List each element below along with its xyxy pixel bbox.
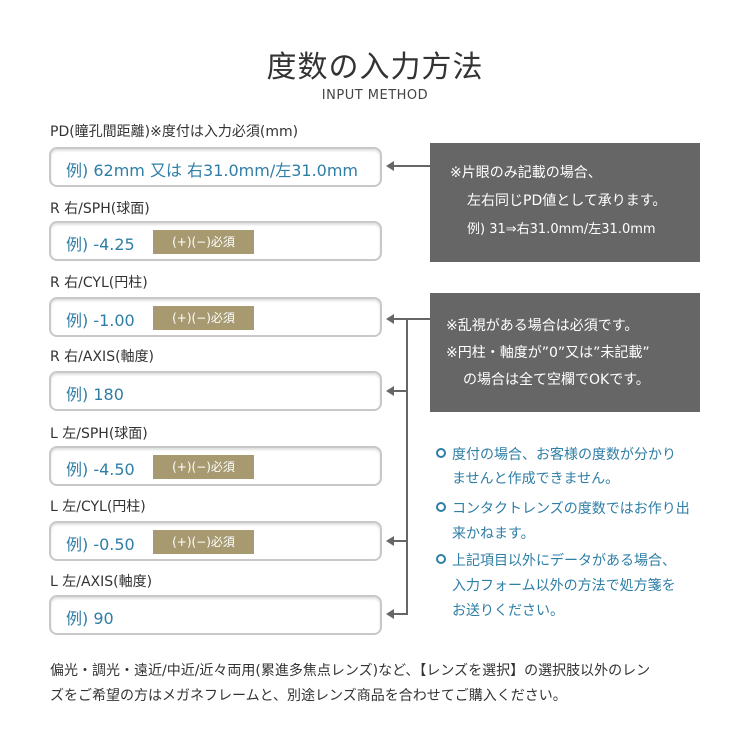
l-cyl-label: L 左/CYL(円柱) [50,499,146,515]
pd-label: PD(瞳孔間距離)※度付は入力必須(mm) [50,124,299,140]
footer-line-2: ズをご希望の方はメガネフレームと、別途レンズ商品を合わせてご購入ください。 [50,688,567,704]
r-cyl-example: 例) -1.00 [66,311,135,330]
pd-note-line-1: ※片眼のみ記載の場合、 [450,165,602,181]
r-cyl-connector [392,318,406,320]
r-cyl-arrow-icon [386,314,394,324]
l-sph-example: 例) -4.50 [66,460,135,479]
l-cyl-example: 例) -0.50 [66,535,135,554]
pd-field[interactable]: 例) 62mm 又は 右31.0mm/左31.0mm [49,147,382,187]
cyl-note-box: ※乱視がある場合は必須です。 ※円柱・軸度が”0”又は”未記載” の場合は全て空… [430,293,700,412]
l-axis-connector [392,613,406,615]
l-cyl-field[interactable]: 例) -0.50 (+)(−)必須 [49,521,382,561]
r-sph-example: 例) -4.25 [66,235,135,254]
r-axis-label: R 右/AXIS(軸度) [50,349,155,365]
cyl-note-line-3: の場合は全て空欄でOKです。 [463,372,650,388]
page-subtitle: INPUT METHOD [321,88,429,103]
l-cyl-required-badge: (+)(−)必須 [153,530,254,554]
l-sph-label: L 左/SPH(球面) [50,426,148,442]
l-axis-field[interactable]: 例) 90 [49,595,382,635]
cyl-note-line-2: ※円柱・軸度が”0”又は”未記載” [446,345,650,361]
pd-note-line-2: 左右同じPD値として承ります。 [467,193,667,209]
note-3-line-2: 入力フォーム以外の方法で処方箋を [452,578,676,594]
note-bullet-icon [436,502,446,512]
r-cyl-field[interactable]: 例) -1.00 (+)(−)必須 [49,297,382,337]
l-cyl-connector [392,540,406,542]
note-bullet-icon [436,448,446,458]
pd-note-line-3: 例) 31⇒右31.0mm/左31.0mm [467,222,656,237]
footer-line-1: 偏光・調光・遠近/中近/近々両用(累進多焦点レンズ)など、【レンズを選択】の選択… [50,663,651,679]
page-title: 度数の入力方法 [266,50,484,85]
note-2-line-2: 来かねます。 [452,526,535,542]
r-sph-required-badge: (+)(−)必須 [153,230,254,254]
l-axis-example: 例) 90 [66,609,114,628]
l-sph-field[interactable]: 例) -4.50 (+)(−)必須 [49,446,382,486]
pd-connector-line [392,165,430,167]
pd-arrow-icon [386,161,394,171]
pd-note-box: ※片眼のみ記載の場合、 左右同じPD値として承ります。 例) 31⇒右31.0m… [430,143,700,262]
note-bullet-icon [436,554,446,564]
r-sph-label: R 右/SPH(球面) [50,201,150,217]
cyl-note-connector [406,318,430,320]
note-3-line-1: 上記項目以外にデータがある場合、 [452,553,676,569]
cyl-note-line-1: ※乱視がある場合は必須です。 [446,318,639,334]
r-sph-field[interactable]: 例) -4.25 (+)(−)必須 [49,221,382,261]
r-axis-field[interactable]: 例) 180 [49,371,382,411]
l-cyl-arrow-icon [386,536,394,546]
r-cyl-label: R 右/CYL(円柱) [50,275,148,291]
cyl-axis-bracket-line [406,318,408,615]
l-axis-label: L 左/AXIS(軸度) [50,574,153,590]
note-3-line-3: お送りください。 [452,603,564,619]
r-cyl-required-badge: (+)(−)必須 [153,306,254,330]
note-2-line-1: コンタクトレンズの度数ではお作り出 [452,501,690,517]
pd-example: 例) 62mm 又は 右31.0mm/左31.0mm [66,161,359,180]
note-1-line-1: 度付の場合、お客様の度数が分かり [452,447,676,463]
r-axis-connector [392,390,406,392]
r-axis-example: 例) 180 [66,385,124,404]
r-axis-arrow-icon [386,386,394,396]
l-sph-required-badge: (+)(−)必須 [153,455,254,479]
note-1-line-2: ませんと作成できません。 [452,471,620,487]
l-axis-arrow-icon [386,609,394,619]
